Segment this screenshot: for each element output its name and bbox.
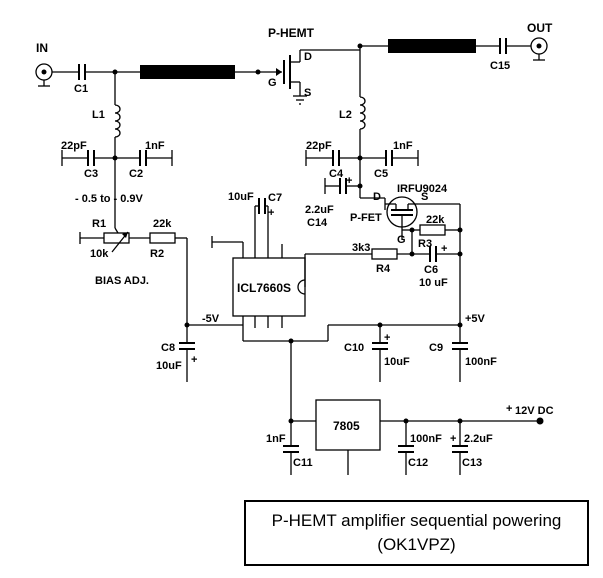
capacitor-c12 — [398, 445, 414, 453]
c11-value: 1nF — [266, 433, 286, 445]
c10-plus: + — [384, 332, 390, 344]
stripline-input — [140, 65, 235, 79]
pos12v-plus: + — [506, 403, 512, 415]
c3-label: C3 — [84, 168, 98, 180]
c12-value: 100nF — [410, 433, 442, 445]
capacitor-c7 — [258, 198, 266, 214]
in-connector — [35, 63, 53, 87]
phemt-transistor — [262, 50, 307, 105]
capacitor-c5 — [385, 150, 393, 166]
r4-label: R4 — [376, 263, 391, 275]
title-line2: (OK1VPZ) — [377, 535, 456, 554]
resistor-r3 — [419, 224, 446, 236]
c5-value: 1nF — [393, 140, 413, 152]
c3-value: 22pF — [61, 140, 87, 152]
capacitor-c13 — [452, 445, 468, 453]
bias-adj-label: BIAS ADJ. — [95, 275, 149, 287]
pos12v-label: 12V DC — [515, 405, 554, 417]
stripline-output — [388, 39, 476, 53]
l1-label: L1 — [92, 109, 105, 121]
c11-label: C11 — [293, 457, 313, 469]
c10-value: 10uF — [384, 356, 410, 368]
c5-label: C5 — [374, 168, 388, 180]
c6-value: 10 uF — [419, 277, 448, 289]
r2-label: R2 — [150, 248, 164, 260]
pfet-label: P-FET — [350, 212, 382, 224]
phemt-label: P-HEMT — [268, 26, 315, 40]
r1-label: R1 — [92, 218, 106, 230]
capacitor-c3 — [87, 150, 95, 166]
in-label: IN — [36, 41, 48, 55]
r3-label: R3 — [418, 238, 432, 250]
capacitor-c11 — [283, 445, 299, 453]
pfet-source-label: S — [421, 191, 428, 203]
capacitor-c6 — [429, 246, 437, 262]
r1-value: 10k — [90, 248, 109, 260]
out-connector — [530, 37, 548, 61]
capacitor-c15 — [499, 38, 507, 54]
c4-value: 22pF — [306, 140, 332, 152]
r4-value: 3k3 — [352, 242, 370, 254]
c7-value: 10uF — [228, 191, 254, 203]
phemt-drain-label: D — [304, 51, 312, 63]
regulator-label: 7805 — [333, 419, 360, 433]
c9-label: C9 — [429, 342, 443, 354]
c14-value: 2.2uF — [305, 204, 334, 216]
c2-label: C2 — [129, 168, 143, 180]
c6-plus: + — [441, 243, 447, 255]
phemt-source-label: S — [304, 87, 311, 99]
bias-range-label: - 0.5 to - 0.9V — [75, 193, 144, 205]
c13-plus: + — [450, 433, 456, 445]
c14-plus: + — [346, 175, 352, 187]
pfet-gate-label: G — [397, 234, 406, 246]
c14-label: C14 — [307, 217, 328, 229]
pfet-drain-label: D — [373, 191, 381, 203]
c2-value: 1nF — [145, 140, 165, 152]
pos5v-label: +5V — [465, 313, 486, 325]
c1-label: C1 — [74, 83, 88, 95]
c8-label: C8 — [161, 342, 175, 354]
c6-label: C6 — [424, 264, 438, 276]
inductor-l1 — [114, 104, 121, 138]
c13-value: 2.2uF — [464, 433, 493, 445]
capacitor-c2 — [139, 150, 147, 166]
resistor-r2 — [149, 232, 176, 244]
c8-plus: + — [191, 354, 197, 366]
c12-label: C12 — [408, 457, 428, 469]
phemt-gate-label: G — [268, 77, 277, 89]
c8-value: 10uF — [156, 360, 182, 372]
r3-value: 22k — [426, 214, 445, 226]
c7-label: C7 — [268, 192, 282, 204]
irfu9024-label: IRFU9024 — [397, 183, 448, 195]
r2-value: 22k — [153, 218, 172, 230]
capacitor-c1 — [78, 64, 86, 80]
title-line1: P-HEMT amplifier sequential powering — [271, 511, 562, 530]
c15-label: C15 — [490, 60, 510, 72]
pfet-irfu9024 — [385, 196, 418, 240]
out-label: OUT — [527, 21, 553, 35]
l2-label: L2 — [339, 109, 352, 121]
c7-plus: + — [268, 207, 274, 219]
c9-value: 100nF — [465, 356, 497, 368]
icl7660s-label: ICL7660S — [237, 281, 291, 295]
c4-label: C4 — [329, 168, 344, 180]
capacitor-c4 — [332, 150, 340, 166]
c10-label: C10 — [344, 342, 364, 354]
capacitor-c9 — [452, 342, 468, 350]
resistor-r4 — [371, 248, 398, 260]
title-block: P-HEMT amplifier sequential powering (OK… — [244, 500, 589, 566]
inductor-l2 — [359, 96, 366, 130]
power-input-terminal — [536, 417, 544, 425]
capacitor-c8 — [179, 342, 195, 350]
c13-label: C13 — [462, 457, 482, 469]
neg5v-label: -5V — [202, 313, 220, 325]
